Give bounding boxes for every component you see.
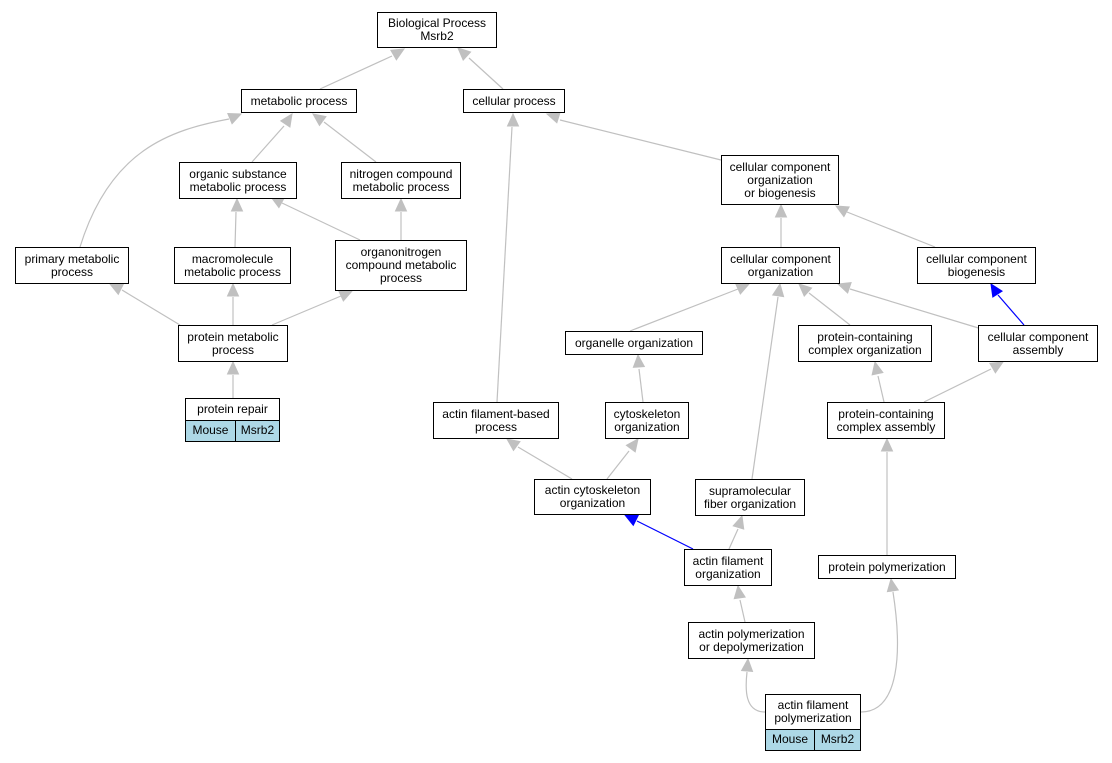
edge-ccob-to-cellular	[545, 111, 722, 161]
node-nitrogen-compound-metabolic-process[interactable]: nitrogen compound metabolic process	[341, 162, 461, 199]
edge-ccb-to-ccob-arrowhead	[834, 205, 850, 218]
edge-afp-to-ppoly	[860, 577, 900, 713]
edge-organic-to-metabolic-arrowhead	[279, 113, 293, 128]
edge-afbp-to-cellular-arrowhead	[506, 112, 520, 127]
edge-cellular-to-bp-arrowhead	[457, 47, 472, 62]
node-organelle-organization[interactable]: organelle organization	[565, 331, 703, 355]
annotation-gene: Msrb2	[813, 730, 860, 750]
edge-nitrogen-to-metabolic	[312, 113, 377, 163]
edge-organonitrogen-to-organic	[269, 196, 361, 241]
annotation-actin-filament-polymerization: Mouse Msrb2	[765, 730, 861, 751]
edge-afp-to-apd-arrowhead	[740, 657, 754, 672]
node-actin-filament-based-process[interactable]: actin filament-based process	[433, 402, 559, 439]
edge-cca-to-ccb-arrowhead	[990, 282, 1004, 298]
node-protein-containing-complex-assembly[interactable]: protein-containing complex assembly	[827, 402, 945, 439]
edge-pca-to-cca-arrowhead	[989, 361, 1005, 374]
node-actin-filament-polymerization[interactable]: actin filament polymerization	[765, 694, 861, 730]
edge-metabolic-to-bp-arrowhead	[390, 48, 406, 61]
edge-protein-metabolic-to-macromolecule-arrowhead	[226, 282, 240, 297]
node-protein-metabolic-process[interactable]: protein metabolic process	[178, 325, 288, 362]
node-cellular-component-assembly[interactable]: cellular component assembly	[978, 325, 1098, 362]
edge-cca-to-cco	[836, 281, 986, 331]
edge-sfo-to-cco	[751, 282, 785, 480]
node-biological-process[interactable]: Biological Process Msrb2	[377, 12, 497, 48]
edge-organonitrogen-to-nitrogen-arrowhead	[394, 197, 408, 212]
edge-cytoskeleton-to-organelle-arrowhead	[632, 353, 646, 368]
edge-afo-to-aco-arrowhead	[623, 514, 639, 527]
node-actin-filament-organization[interactable]: actin filament organization	[684, 549, 772, 586]
edge-pco-to-cco	[798, 283, 851, 326]
edge-protein-metabolic-to-primary	[108, 283, 181, 326]
node-cellular-component-biogenesis[interactable]: cellular component biogenesis	[917, 247, 1036, 284]
edge-afp-to-apd	[740, 657, 766, 713]
edge-pca-to-pco-arrowhead	[871, 360, 884, 376]
edge-protein-metabolic-to-organonitrogen	[271, 290, 354, 326]
edge-primary-to-metabolic-arrowhead	[227, 113, 243, 125]
edge-metabolic-to-bp	[319, 48, 406, 90]
edge-protein-metabolic-to-primary-arrowhead	[108, 283, 124, 296]
node-primary-metabolic-process[interactable]: primary metabolic process	[15, 247, 129, 284]
edge-macromolecule-to-organic	[230, 197, 244, 248]
edge-protein-repair-to-protein-metabolic	[226, 360, 240, 398]
edge-afo-to-aco	[623, 514, 694, 550]
edge-ccob-to-cellular-arrowhead	[545, 111, 561, 124]
edge-macromolecule-to-organic-arrowhead	[230, 197, 244, 212]
edge-organelle-to-cco-arrowhead	[735, 283, 751, 295]
annotation-species: Mouse	[192, 423, 229, 437]
node-metabolic-process[interactable]: metabolic process	[241, 89, 357, 113]
edge-ccb-to-ccob	[834, 205, 936, 248]
edge-sfo-to-cco-arrowhead	[771, 282, 785, 298]
annotation-protein-repair: Mouse Msrb2	[185, 421, 280, 442]
edge-aco-to-afbp	[506, 438, 573, 480]
edge-afo-to-sfo-arrowhead	[732, 514, 745, 530]
edge-afo-to-sfo	[728, 514, 745, 550]
node-protein-repair[interactable]: protein repair	[185, 398, 280, 421]
node-organic-substance-metabolic-process[interactable]: organic substance metabolic process	[179, 162, 297, 199]
edge-aco-to-cytoskeleton	[606, 438, 639, 480]
edge-organic-to-metabolic	[251, 113, 293, 163]
annotation-species: Mouse	[771, 732, 808, 746]
edge-afbp-to-cellular	[496, 112, 520, 403]
node-macromolecule-metabolic-process[interactable]: macromolecule metabolic process	[174, 247, 291, 284]
edge-afp-to-ppoly-arrowhead	[886, 577, 900, 593]
edge-ppoly-to-pca-arrowhead	[880, 437, 894, 452]
node-protein-containing-complex-organization[interactable]: protein-containing complex organization	[798, 325, 932, 362]
edge-nitrogen-to-metabolic-arrowhead	[312, 113, 327, 127]
edge-pca-to-cca	[923, 361, 1005, 403]
node-cellular-component-organization-or-biogenesis[interactable]: cellular component organization or bioge…	[721, 155, 839, 205]
edge-pca-to-pco	[871, 360, 885, 403]
edge-cca-to-ccb	[990, 282, 1025, 326]
edge-cytoskeleton-to-organelle	[632, 353, 646, 403]
edge-organelle-to-cco	[629, 283, 751, 332]
edge-cca-to-cco-arrowhead	[836, 281, 852, 294]
node-cytoskeleton-organization[interactable]: cytoskeleton organization	[605, 402, 689, 439]
edge-ppoly-to-pca	[880, 437, 894, 555]
edge-aco-to-cytoskeleton-arrowhead	[625, 438, 639, 453]
node-actin-cytoskeleton-organization[interactable]: actin cytoskeleton organization	[534, 479, 651, 515]
node-protein-polymerization[interactable]: protein polymerization	[818, 555, 956, 579]
node-actin-polymerization-or-depolymerization[interactable]: actin polymerization or depolymerization	[688, 622, 815, 659]
node-cellular-component-organization[interactable]: cellular component organization	[721, 247, 840, 284]
node-cellular-process[interactable]: cellular process	[463, 89, 565, 113]
edge-primary-to-metabolic	[79, 113, 243, 248]
edge-protein-metabolic-to-macromolecule	[226, 282, 240, 325]
edge-organonitrogen-to-nitrogen	[394, 197, 408, 240]
edge-cco-to-ccob	[774, 203, 788, 247]
edge-apd-to-afo	[733, 584, 746, 623]
edge-cellular-to-bp	[457, 47, 504, 90]
node-supramolecular-fiber-organization[interactable]: supramolecular fiber organization	[695, 479, 805, 516]
node-organonitrogen-compound-metabolic-process[interactable]: organonitrogen compound metabolic proces…	[335, 240, 467, 291]
edge-protein-repair-to-protein-metabolic-arrowhead	[226, 360, 240, 375]
edge-aco-to-afbp-arrowhead	[506, 438, 521, 452]
edge-cco-to-ccob-arrowhead	[774, 203, 788, 218]
edge-apd-to-afo-arrowhead	[733, 584, 746, 600]
edge-pco-to-cco-arrowhead	[798, 283, 813, 298]
edge-protein-metabolic-to-organonitrogen-arrowhead	[338, 290, 354, 302]
annotation-gene: Msrb2	[234, 421, 279, 441]
